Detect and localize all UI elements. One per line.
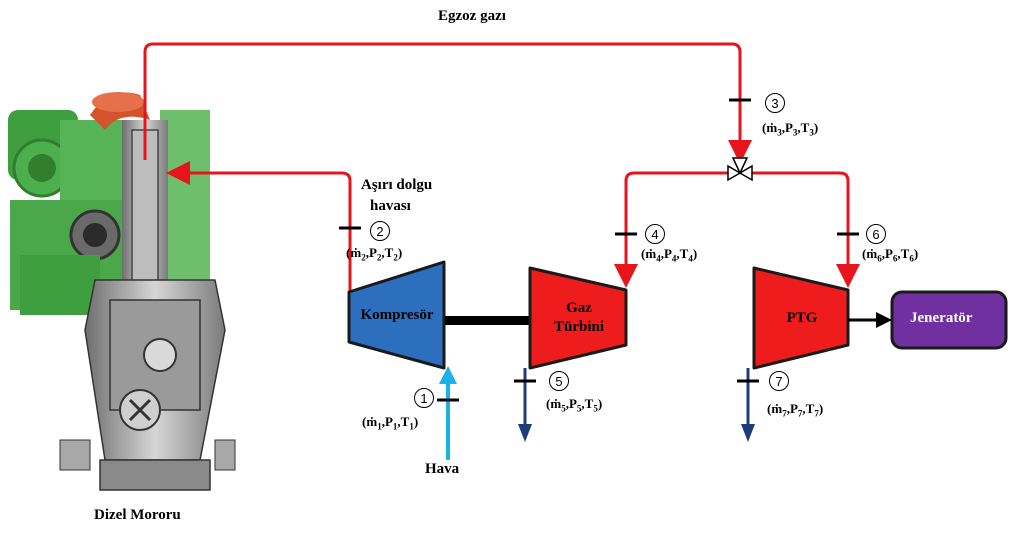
gas-turbine-shape bbox=[528, 266, 628, 370]
gas-turbine-label-line2: Türbini bbox=[553, 319, 605, 335]
exhaust-gas-label: Egzoz gazı bbox=[438, 8, 506, 24]
ptg-pipe bbox=[752, 171, 860, 288]
charge-air-label-line2: havası bbox=[370, 198, 411, 214]
charge-air-pipe bbox=[166, 161, 352, 292]
shaft bbox=[444, 316, 530, 325]
air-label: Hava bbox=[425, 461, 460, 477]
state-7-properties: (ṁ7,P7,T7) bbox=[767, 401, 824, 419]
gas-turbine-label-line1: Gaz bbox=[566, 300, 592, 316]
state-5-properties: (ṁ5,P5,T5) bbox=[546, 396, 603, 414]
compressor-shape bbox=[347, 260, 446, 370]
gas-turbine-pipe bbox=[614, 171, 728, 288]
state-4-properties: (ṁ4,P4,T4) bbox=[641, 246, 698, 264]
charge-air-label-line1: Aşırı dolgu bbox=[361, 177, 433, 193]
state-6-properties: (ṁ6,P6,T6) bbox=[862, 246, 919, 264]
state-1-properties: (ṁ1,P1,T1) bbox=[362, 414, 419, 432]
diesel-engine-illustration bbox=[8, 92, 236, 491]
engine-label: Dizel Mororu bbox=[94, 507, 181, 523]
state-6-marker: 6 bbox=[866, 224, 886, 244]
state-1-marker: 1 bbox=[414, 388, 434, 408]
compressor-label: Kompresör bbox=[360, 307, 434, 323]
state-5-marker: 5 bbox=[549, 371, 569, 391]
state-2-properties: (ṁ2,P2,T2) bbox=[346, 245, 403, 263]
ptg-shape bbox=[752, 266, 850, 370]
state-2-marker: 2 bbox=[370, 221, 390, 241]
state-4-marker: 4 bbox=[645, 224, 665, 244]
state-3-marker: 3 bbox=[765, 93, 785, 113]
exhaust-pipe bbox=[143, 42, 752, 164]
generator-label: Jeneratör bbox=[910, 310, 973, 326]
state-7-marker: 7 bbox=[769, 371, 789, 391]
three-way-valve-icon bbox=[727, 157, 753, 182]
ptg-label: PTG bbox=[786, 310, 818, 326]
state-3-properties: (ṁ3,P3,T3) bbox=[762, 120, 819, 138]
